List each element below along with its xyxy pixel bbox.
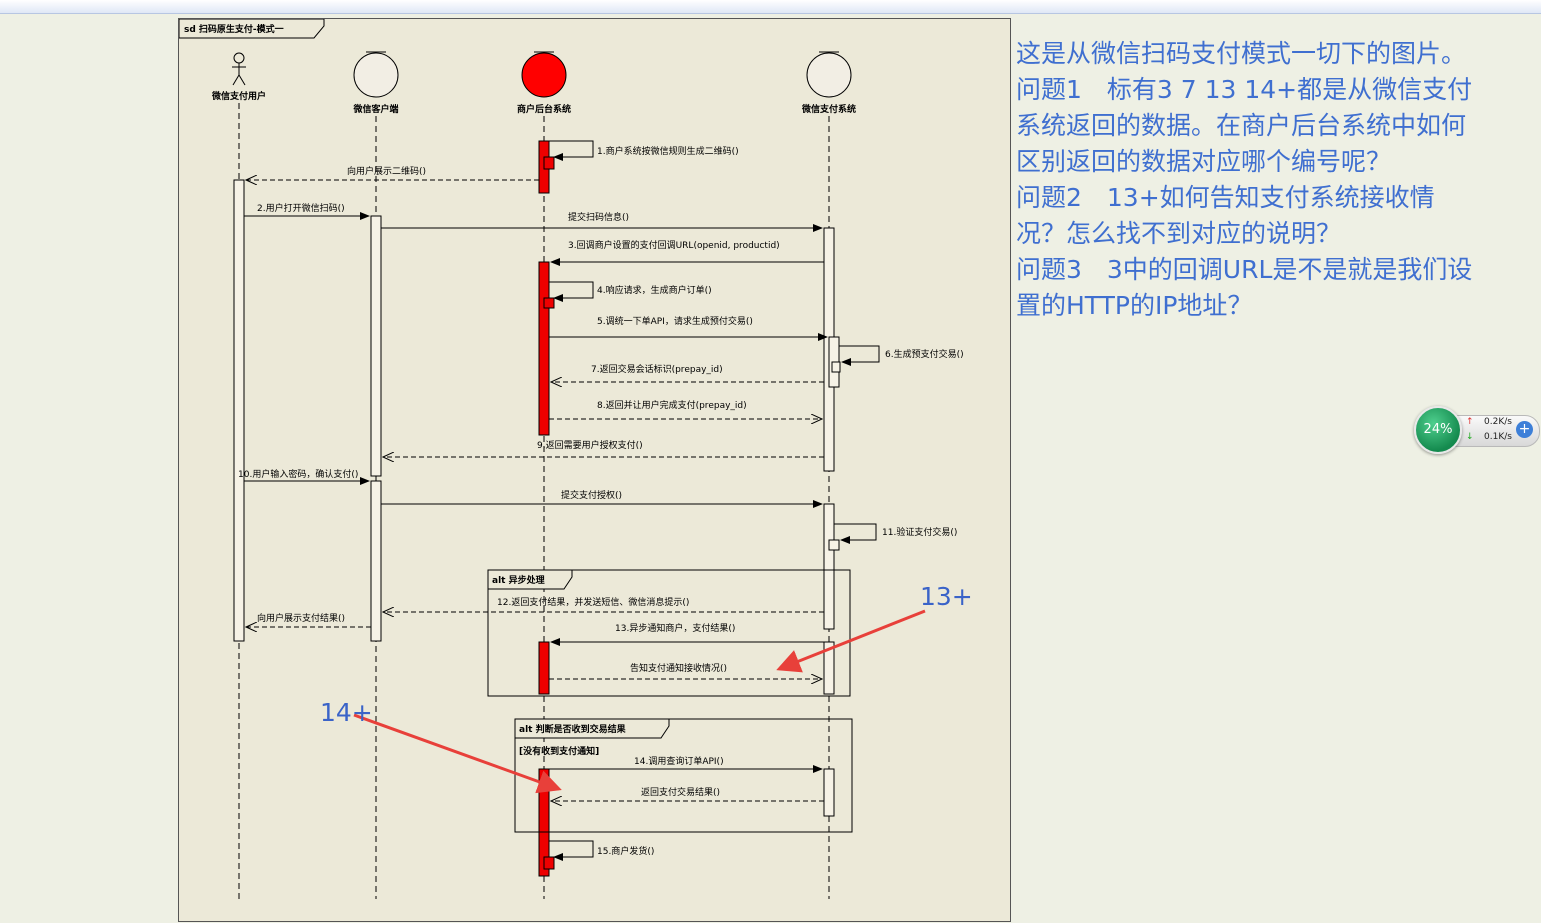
question-line: 系统返回的数据。在商户后台系统中如何 bbox=[1016, 111, 1467, 140]
alt-fragment-check-title: alt 判断是否收到交易结果 bbox=[519, 723, 627, 735]
message-label-ack: 告知支付通知接收情况() bbox=[630, 662, 727, 674]
question-line: 问题1 标有3 7 13 14+都是从微信支付 bbox=[1016, 75, 1473, 104]
message-label-11: 11.验证支付交易() bbox=[882, 526, 957, 538]
message-label-5: 5.调统一下单API，请求生成预付交易() bbox=[597, 315, 753, 327]
question-text-block: 这是从微信扫码支付模式一切下的图片。 问题1 标有3 7 13 14+都是从微信… bbox=[1016, 36, 1541, 324]
message-label-7: 7.返回交易会话标识(prepay_id) bbox=[591, 363, 723, 375]
lifeline-head-wechat-client bbox=[353, 51, 399, 98]
lifeline-head-wechat-pay bbox=[806, 51, 852, 98]
message-label-submit-scan: 提交扫码信息() bbox=[568, 211, 629, 223]
activation-bars bbox=[233, 140, 841, 877]
question-line: 况？怎么找不到对应的说明？ bbox=[1016, 219, 1342, 248]
message-label-return-result: 返回支付交易结果() bbox=[641, 786, 720, 798]
message-arrows bbox=[244, 140, 880, 861]
message-label-2: 2.用户打开微信扫码() bbox=[257, 202, 345, 214]
upload-arrow-icon: ↑ bbox=[1466, 417, 1474, 427]
question-line: 置的HTTP的IP地址？ bbox=[1016, 291, 1253, 320]
message-label-12: 12.返回支付结果，并发送短信、微信消息提示() bbox=[497, 596, 689, 608]
network-speed-widget[interactable]: 24% ↑ 0.2K/s ↓ 0.1K/s + bbox=[1414, 405, 1540, 454]
alt-fragment-async-title: alt 异步处理 bbox=[492, 574, 545, 586]
lifeline-head-user bbox=[232, 52, 246, 86]
question-line: 区别返回的数据对应哪个编号呢？ bbox=[1016, 147, 1392, 176]
download-speed: 0.1K/s bbox=[1484, 432, 1512, 442]
question-line: 问题3 3中的回调URL是不是就是我们设 bbox=[1016, 255, 1473, 284]
cpu-usage-ball[interactable]: 24% bbox=[1414, 406, 1462, 454]
top-toolbar-strip bbox=[0, 0, 1541, 14]
alt-fragment-guard: [没有收到支付通知] bbox=[519, 745, 599, 757]
message-label-13: 13.异步通知商户，支付结果() bbox=[615, 622, 735, 634]
download-arrow-icon: ↓ bbox=[1466, 432, 1474, 442]
lifeline-label-wechat-pay: 微信支付系统 bbox=[801, 103, 856, 115]
lifeline-label-wechat-client: 微信客户端 bbox=[352, 103, 398, 115]
message-label-8: 8.返回并让用户完成支付(prepay_id) bbox=[597, 399, 747, 411]
message-label-14: 14.调用查询订单API() bbox=[634, 755, 724, 767]
message-label-15: 15.商户发货() bbox=[597, 845, 654, 857]
alt-fragment-check-result: alt 判断是否收到交易结果 [没有收到支付通知] bbox=[514, 718, 853, 833]
question-line: 这是从微信扫码支付模式一切下的图片。 bbox=[1016, 39, 1467, 68]
message-label-1: 1.商户系统按微信规则生成二维码() bbox=[597, 145, 739, 157]
message-label-4: 4.响应请求，生成商户订单() bbox=[597, 284, 712, 296]
lifeline-label-user: 微信支付用户 bbox=[211, 90, 266, 102]
upload-speed: 0.2K/s bbox=[1484, 417, 1512, 427]
lifeline-label-merchant-backend: 商户后台系统 bbox=[517, 103, 571, 115]
lifeline-head-merchant-backend bbox=[521, 51, 567, 98]
frame-title: sd 扫码原生支付-模式一 bbox=[184, 23, 284, 35]
message-label-6: 6.生成预支付交易() bbox=[885, 348, 964, 360]
annotation-label-13: 13+ bbox=[920, 582, 973, 611]
sequence-diagram: sd 扫码原生支付-模式一 微信支付用户 微信客户端 商户后台系统 微信支付系统 bbox=[179, 19, 973, 899]
sequence-diagram-frame: sd 扫码原生支付-模式一 微信支付用户 微信客户端 商户后台系统 微信支付系统 bbox=[178, 18, 1011, 922]
message-label-9: 9.返回需要用户授权支付() bbox=[537, 439, 643, 451]
message-label-show-result: 向用户展示支付结果() bbox=[257, 612, 345, 624]
annotation-arrows bbox=[353, 609, 926, 794]
frame-title-tab bbox=[179, 19, 325, 39]
plus-icon[interactable]: + bbox=[1516, 421, 1533, 438]
message-label-10: 10.用户输入密码，确认支付() bbox=[238, 468, 358, 480]
alt-fragment-async: alt 异步处理 bbox=[487, 569, 851, 697]
message-label-submit-auth: 提交支付授权() bbox=[561, 489, 622, 501]
question-line: 问题2 13+如何告知支付系统接收情 bbox=[1016, 183, 1435, 212]
message-label-show-qr: 向用户展示二维码() bbox=[347, 165, 426, 177]
annotation-label-14: 14+ bbox=[320, 698, 373, 727]
message-label-3: 3.回调商户设置的支付回调URL(openid, productid) bbox=[568, 239, 780, 251]
